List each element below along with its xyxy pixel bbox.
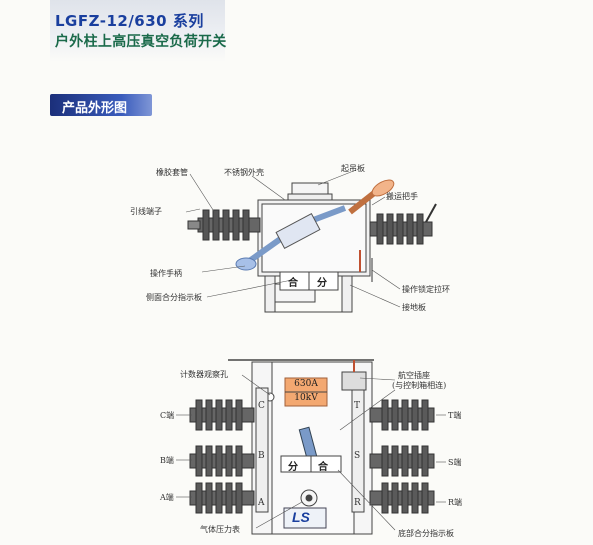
section-title: 产品外形图 xyxy=(62,101,128,116)
front-indicator-open: 分 xyxy=(288,462,298,473)
bushing-label: 橡胶套管 xyxy=(156,168,188,177)
t-terminal-label: T端 xyxy=(448,411,462,420)
product-name: 户外柱上高压真空负荷开关 xyxy=(55,34,227,50)
nameplate-voltage: 10kV xyxy=(294,393,318,403)
top-indicator-open: 分 xyxy=(317,278,327,289)
front-right-bushings xyxy=(369,399,435,514)
c-terminal-label: C端 xyxy=(160,411,175,420)
lock-ring-label: 操作锁定拉环 xyxy=(402,285,450,294)
header-background xyxy=(50,0,225,62)
lead-terminal-label: 引线端子 xyxy=(130,207,162,216)
section-banner: 产品外形图 xyxy=(50,94,152,116)
top-indicator-close: 合 xyxy=(288,278,298,289)
lifting-plate-label: 起吊板 xyxy=(341,164,365,173)
b-terminal-label: B端 xyxy=(160,456,174,465)
pressure-gauge-label: 气体压力表 xyxy=(200,525,240,534)
r-terminal-label: R端 xyxy=(448,498,463,507)
top-right-bushing xyxy=(369,203,437,245)
counter-label: 计数器观察孔 xyxy=(180,370,228,379)
series-title: LGFZ-12/630 系列 xyxy=(55,12,204,30)
s-terminal-label: S端 xyxy=(448,458,462,467)
ls-logo: LS xyxy=(292,509,310,525)
phase-mark-a: A xyxy=(258,498,265,508)
phase-mark-b: B xyxy=(258,451,265,461)
stainless-shell-label: 不锈钢外壳 xyxy=(224,168,264,177)
aviation-plug-label: 航空插座 xyxy=(398,371,430,380)
phase-mark-r: R xyxy=(354,498,361,508)
handle-bar-label: 搬运把手 xyxy=(386,192,418,201)
top-left-bushing xyxy=(187,209,261,241)
top-view-drawing xyxy=(185,169,437,313)
front-left-bushings xyxy=(189,399,255,514)
a-terminal-label: A端 xyxy=(160,493,174,502)
phase-mark-t: T xyxy=(354,401,361,411)
side-indicator-label: 侧面合分指示板 xyxy=(146,293,202,302)
nameplate-current: 630A xyxy=(294,379,318,389)
bottom-indicator-label: 底部合分指示板 xyxy=(398,529,454,538)
phase-mark-c: C xyxy=(258,401,265,411)
phase-mark-s: S xyxy=(354,451,361,461)
ground-plate-label: 接地板 xyxy=(402,303,426,312)
front-indicator-close: 合 xyxy=(318,462,328,473)
operating-handle-label: 操作手柄 xyxy=(150,269,182,278)
front-view-drawing xyxy=(176,359,446,535)
aviation-plug-note: (与控制箱相连) xyxy=(392,381,447,390)
